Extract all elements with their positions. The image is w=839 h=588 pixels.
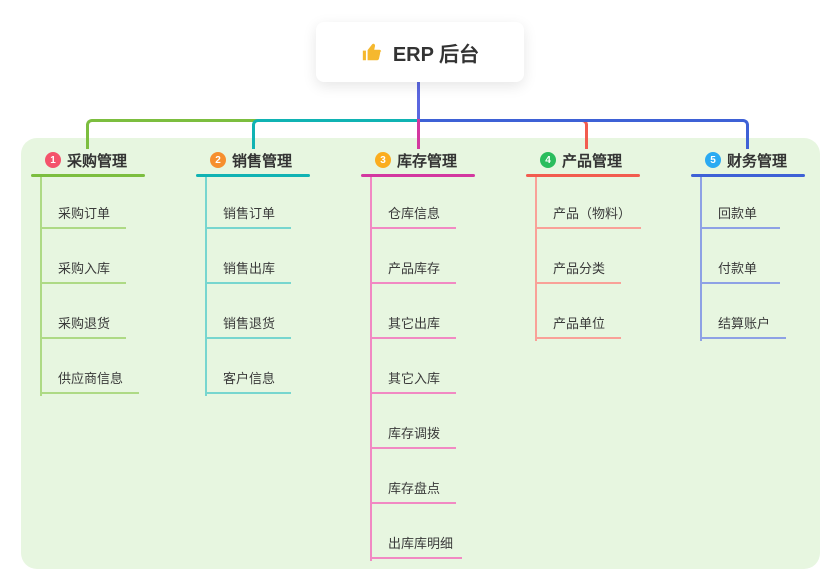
branch-spine bbox=[370, 177, 372, 561]
branch-spine bbox=[700, 177, 702, 341]
thumbs-up-icon bbox=[361, 41, 383, 63]
root-trunk-connector bbox=[417, 80, 420, 122]
branch-badge: 5 bbox=[705, 152, 721, 168]
branch-title: 财务管理 bbox=[727, 152, 788, 170]
child-node[interactable]: 结算账户 bbox=[700, 313, 786, 339]
branch-spine bbox=[205, 177, 207, 396]
branch-spine bbox=[40, 177, 42, 396]
child-node[interactable]: 其它入库 bbox=[370, 368, 456, 394]
child-node[interactable]: 供应商信息 bbox=[40, 368, 139, 394]
connector-drop bbox=[417, 119, 420, 149]
branch-node[interactable]: 3 库存管理 bbox=[375, 150, 457, 170]
mindmap-canvas bbox=[21, 138, 820, 569]
branch-badge: 1 bbox=[45, 152, 61, 168]
branch-node[interactable]: 2 销售管理 bbox=[210, 150, 292, 170]
branch-underline bbox=[31, 174, 145, 177]
child-node[interactable]: 销售订单 bbox=[205, 203, 291, 229]
branch-node[interactable]: 4 产品管理 bbox=[540, 150, 622, 170]
branch-title: 销售管理 bbox=[232, 152, 293, 170]
root-node[interactable]: ERP 后台 bbox=[316, 22, 524, 82]
child-node[interactable]: 客户信息 bbox=[205, 368, 291, 394]
branch-underline bbox=[691, 174, 805, 177]
branch-badge: 2 bbox=[210, 152, 226, 168]
child-node[interactable]: 采购退货 bbox=[40, 313, 126, 339]
child-node[interactable]: 出库库明细 bbox=[370, 533, 462, 559]
branch-badge: 4 bbox=[540, 152, 556, 168]
branch-underline bbox=[361, 174, 475, 177]
child-node[interactable]: 销售出库 bbox=[205, 258, 291, 284]
child-node[interactable]: 产品分类 bbox=[535, 258, 621, 284]
branch-underline bbox=[526, 174, 640, 177]
branch-underline bbox=[196, 174, 310, 177]
connector-elbow bbox=[420, 119, 749, 149]
child-node[interactable]: 采购订单 bbox=[40, 203, 126, 229]
branch-node[interactable]: 1 采购管理 bbox=[45, 150, 127, 170]
child-node[interactable]: 产品（物料） bbox=[535, 203, 641, 229]
child-node[interactable]: 销售退货 bbox=[205, 313, 291, 339]
branch-title: 产品管理 bbox=[562, 152, 623, 170]
branch-title: 库存管理 bbox=[397, 152, 458, 170]
branch-spine bbox=[535, 177, 537, 341]
child-node[interactable]: 产品单位 bbox=[535, 313, 621, 339]
branch-node[interactable]: 5 财务管理 bbox=[705, 150, 787, 170]
child-node[interactable]: 采购入库 bbox=[40, 258, 126, 284]
branch-title: 采购管理 bbox=[67, 152, 128, 170]
root-node-label: ERP 后台 bbox=[392, 43, 480, 66]
child-node[interactable]: 库存盘点 bbox=[370, 478, 456, 504]
child-node[interactable]: 仓库信息 bbox=[370, 203, 456, 229]
child-node[interactable]: 付款单 bbox=[700, 258, 780, 284]
child-node[interactable]: 其它出库 bbox=[370, 313, 456, 339]
child-node[interactable]: 库存调拨 bbox=[370, 423, 456, 449]
branch-badge: 3 bbox=[375, 152, 391, 168]
child-node[interactable]: 产品库存 bbox=[370, 258, 456, 284]
child-node[interactable]: 回款单 bbox=[700, 203, 780, 229]
connector-elbow bbox=[252, 119, 423, 149]
